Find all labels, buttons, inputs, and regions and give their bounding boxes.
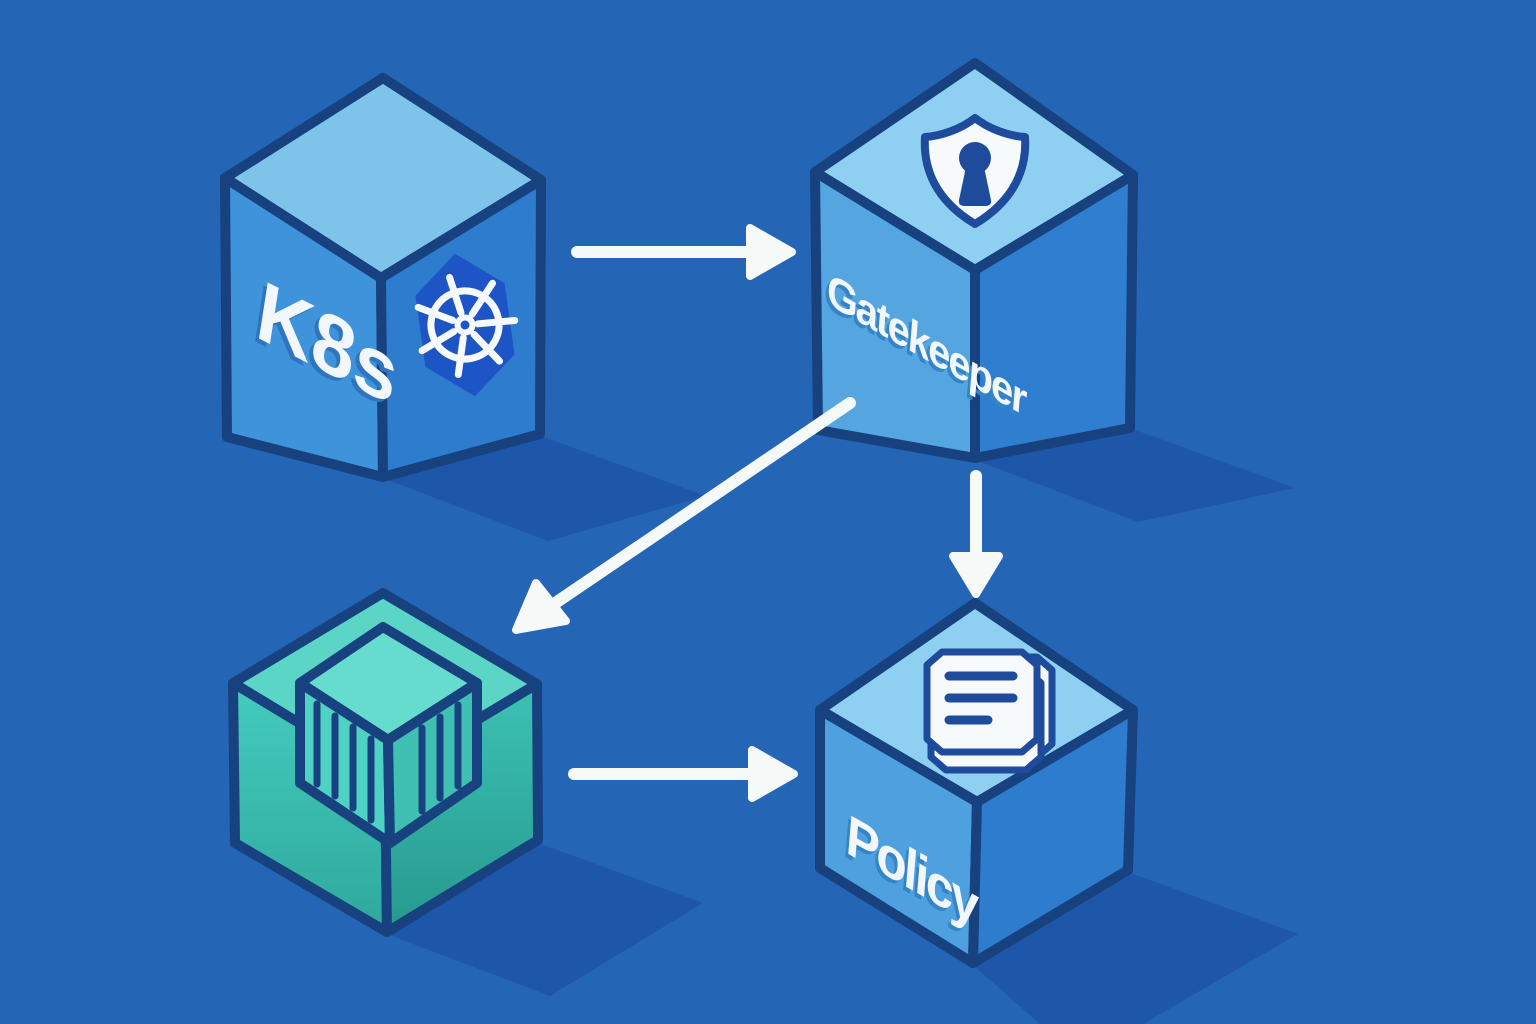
- kubernetes-helm-icon: [414, 253, 519, 397]
- k8s-shadow: [385, 436, 706, 541]
- arrow-gatekeeper-to-policy: [949, 470, 1003, 598]
- gatekeeper-shadow: [975, 428, 1295, 522]
- shield-keyhole-icon: [920, 114, 1030, 228]
- container-box-icon: [295, 622, 482, 848]
- arrow-k8s-to-gatekeeper: [571, 224, 796, 280]
- keyhole: [958, 142, 992, 206]
- container-cube-right-face: [380, 679, 543, 937]
- helm-wheel: [414, 273, 519, 379]
- arrow-head-right-icon: [748, 746, 798, 802]
- container-shadow: [387, 843, 703, 996]
- policy-shadow: [973, 872, 1298, 1024]
- policy-documents-icon: [923, 648, 1056, 774]
- arrow-container-to-policy: [568, 746, 798, 802]
- k8s-node: K8s K8s: [220, 73, 546, 482]
- container-ridges: [313, 700, 462, 824]
- arrow-head-right-icon: [746, 224, 796, 280]
- cube-shadows: [385, 428, 1298, 1024]
- policy-node: Policy Policy: [815, 598, 1138, 968]
- arrow-head-down-icon: [949, 552, 1003, 598]
- container-node: [228, 588, 543, 937]
- policy-cube-right-face: [968, 705, 1138, 968]
- arrow-head-down-left-icon: [512, 579, 570, 634]
- document-text-lines: [944, 671, 1018, 725]
- arrow-gatekeeper-to-container: [512, 397, 856, 634]
- edges: [512, 224, 1003, 802]
- gatekeeper-node: Gatekeeper Gatekeeper: [810, 58, 1138, 463]
- gatekeeper-cube-right-face: [970, 170, 1138, 463]
